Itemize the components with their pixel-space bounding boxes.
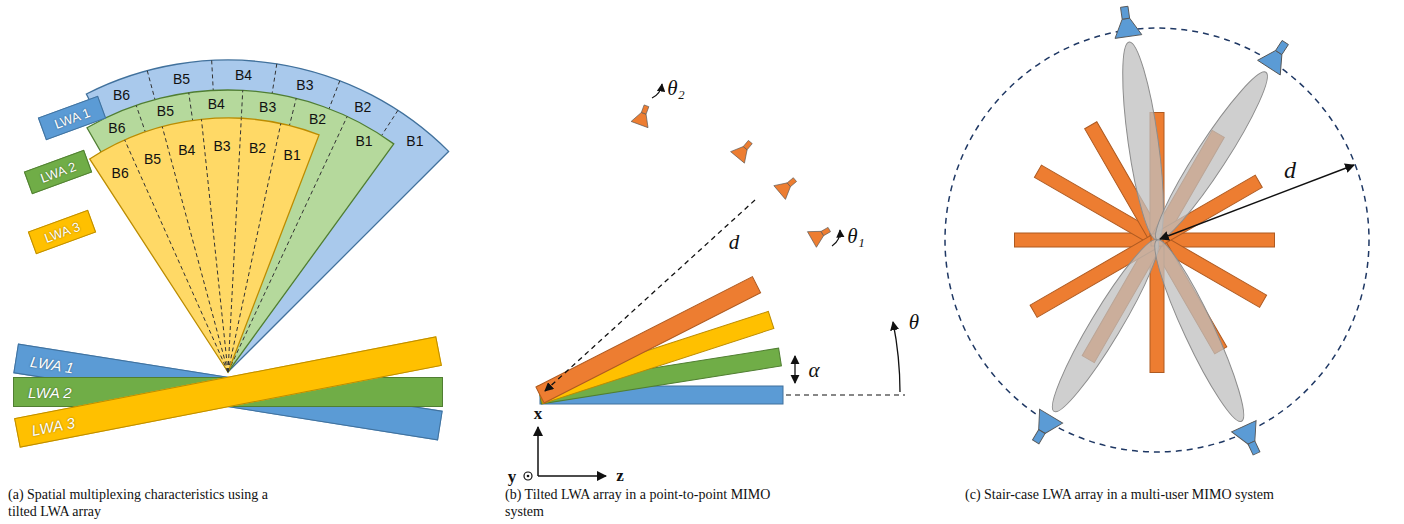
horn-antenna [807,222,833,248]
antenna-tag: LWA 2 [24,150,92,194]
angle-label: θ₂ [667,76,685,101]
horn-flare [1113,17,1142,39]
beam-label: B4 [178,142,195,158]
lwa-bar [536,277,761,403]
beam-divider [162,127,228,372]
antenna-name: LWA 1 [29,352,75,376]
radius-arrow [1160,165,1354,239]
beam-lobe [1143,234,1255,428]
beam-label: B1 [355,133,372,149]
coverage-circle [945,28,1369,452]
alpha-arrow [794,356,795,383]
beam-fan [90,118,319,372]
horn-flare [807,226,826,248]
beam-fans [86,60,448,372]
beam-label: B1 [284,147,301,163]
horn-feed [1121,6,1130,19]
staircase-array [945,28,1369,452]
horn-antenna [1024,409,1063,449]
antenna-name: LWA 3 [42,219,82,246]
horn-feed [787,178,796,187]
beam-label: B6 [112,165,129,181]
beam-lobe [1041,232,1170,419]
horn-antenna [1258,35,1297,75]
horn-feed [641,105,648,114]
bar [536,277,761,403]
x-axis [537,427,539,476]
beam-label: B3 [214,138,231,154]
beam-fan [87,90,394,372]
axis-label: z [616,466,624,486]
beam-label: B1 [406,133,423,149]
antenna-name: LWA 2 [38,159,78,186]
beam-label: B4 [235,67,252,83]
angle-label: θ [909,310,919,335]
beams [1041,40,1278,428]
beam-lobe [1144,64,1278,248]
distance-label: d [729,230,740,255]
theta-1-arrow [832,230,840,246]
beam-divider [228,124,281,372]
beam-divider [201,119,228,372]
beam-label: B5 [173,71,190,87]
horn-feed [1248,441,1260,455]
horn-flare [1030,409,1062,438]
horn-antenna [774,173,801,200]
horn-feed [1032,430,1045,444]
beam-fan [86,60,448,372]
beam-label: B2 [354,99,371,115]
receivers [631,5,1296,459]
horn-feed [821,227,830,235]
beam-label: B6 [113,87,130,103]
figure-caption: (b) Tilted LWA array in a point-to-point… [505,486,805,520]
horn-antenna [631,103,655,128]
beam-label: B2 [249,140,266,156]
antenna-name: LWA 3 [30,413,76,438]
beam-divider [125,140,228,372]
axis-label: x [534,404,543,424]
angle-label: θ₁ [847,224,865,249]
theta-2-arrow [652,84,662,98]
axis-label: y [508,467,517,487]
beam-label: B3 [296,77,313,93]
distance-label: d [1284,157,1296,184]
y-axis-symbol [524,472,532,480]
y-axis-dot [527,475,530,478]
bar [537,311,774,403]
horn-antenna [731,136,758,163]
antenna-name: LWA 2 [28,384,72,401]
lwa-bar [537,311,774,403]
angle-label: α [808,358,819,383]
beam-label: B3 [259,99,276,115]
beam-divider [228,118,241,372]
reference-line [786,394,905,395]
figure-caption: (a) Spatial multiplexing characteristics… [8,486,300,520]
beam-label: B5 [157,103,174,119]
antenna-tag: LWA 3 [28,210,96,254]
z-axis [538,475,606,477]
horn-antenna [1111,5,1142,38]
tilted-array [524,84,905,480]
beam-label: B2 [309,111,326,127]
antenna-name: LWA 1 [52,105,92,132]
horn-antenna [1232,421,1269,460]
distance-arrow [545,200,755,391]
beam-label: B4 [208,96,225,112]
beam-label: B6 [108,120,125,136]
horn-feed [743,140,752,149]
theta-arrow [893,322,900,392]
figure-caption: (c) Stair-case LWA array in a multi-user… [965,486,1295,503]
horn-feed [1276,40,1289,54]
beam-label: B5 [144,151,161,167]
